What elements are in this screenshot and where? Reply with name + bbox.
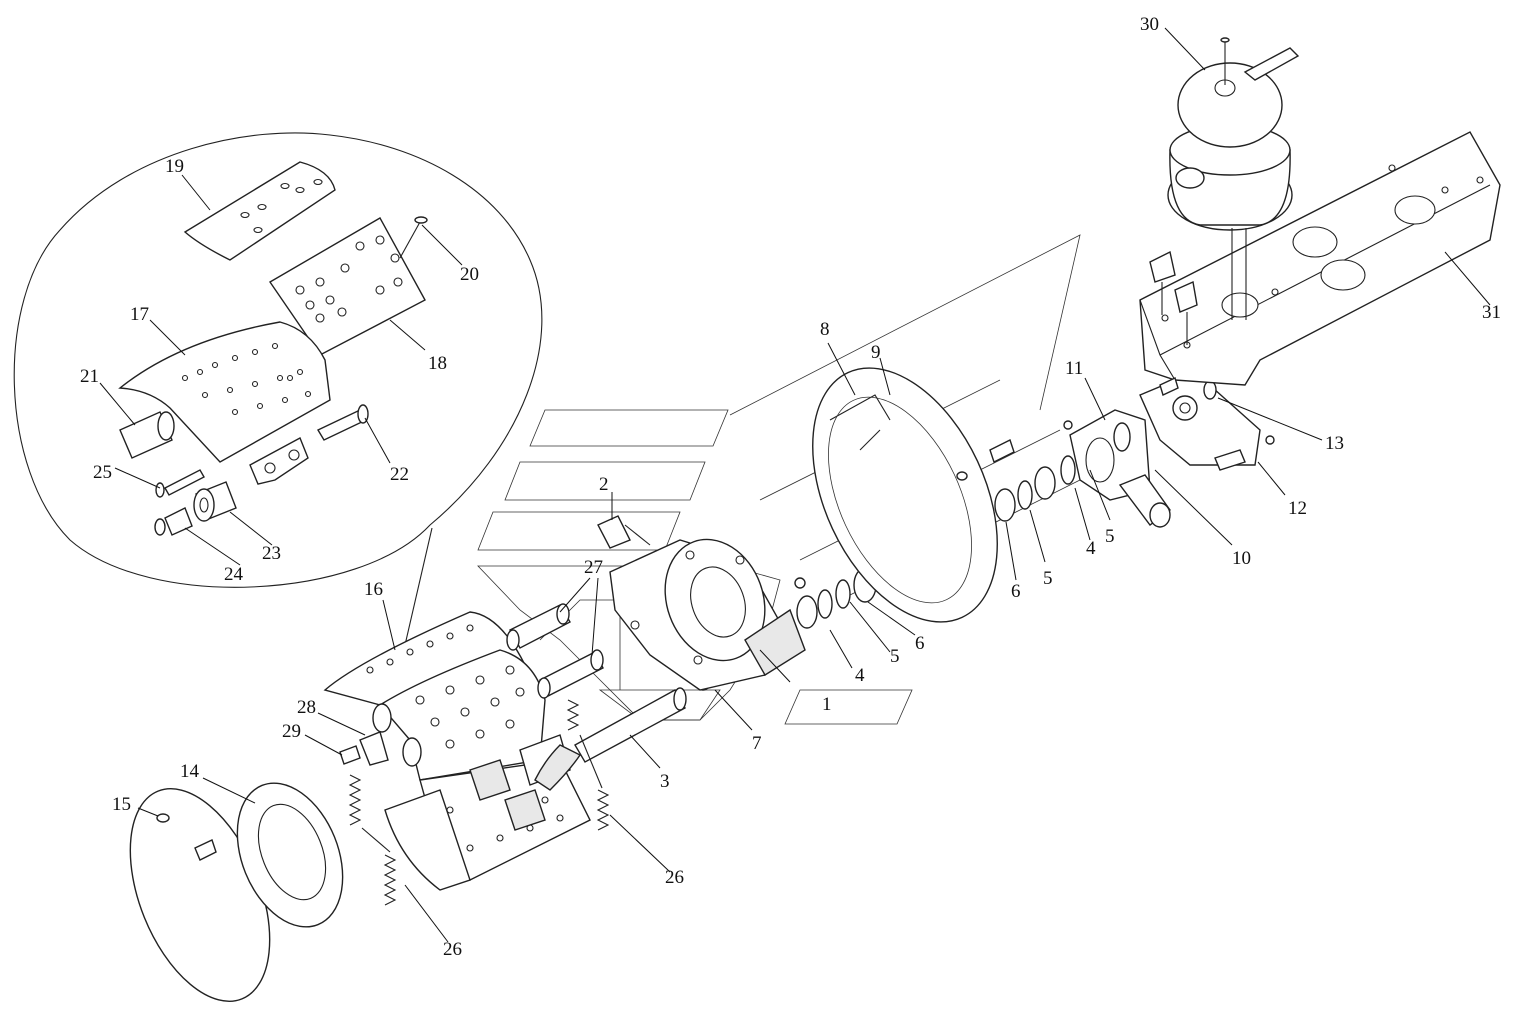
callout-18: 18 xyxy=(428,353,447,374)
pin-25 xyxy=(155,469,205,498)
callout-16: 16 xyxy=(364,579,383,600)
shoe-bracket xyxy=(249,437,309,485)
callout-14: 14 xyxy=(180,761,200,782)
callout-5a: 5 xyxy=(890,646,900,667)
callout-26a: 26 xyxy=(665,867,684,888)
dust-shield-8 xyxy=(812,367,998,623)
callout-5c: 5 xyxy=(1105,526,1115,547)
callout-1: 1 xyxy=(822,694,832,715)
leader-lines xyxy=(99,27,1491,943)
callout-3: 3 xyxy=(660,771,670,792)
callout-22: 22 xyxy=(390,464,409,485)
small-fasteners xyxy=(794,377,1275,589)
washer-13 xyxy=(1203,380,1217,400)
brake-chamber-30 xyxy=(1167,37,1300,320)
callout-4b: 4 xyxy=(1086,538,1096,559)
callout-10: 10 xyxy=(1232,548,1251,569)
lining-plate-19 xyxy=(183,161,336,261)
detail-bubble-pointer xyxy=(404,527,433,646)
callout-26b: 26 xyxy=(443,939,462,960)
washer-10 xyxy=(1113,422,1131,452)
roller-23 xyxy=(193,481,237,522)
slack-adjuster-12 xyxy=(1118,371,1261,528)
callout-5b: 5 xyxy=(1043,568,1053,589)
callout-8: 8 xyxy=(820,319,830,340)
spring-26-left xyxy=(348,774,397,906)
clip-28 xyxy=(359,731,389,766)
callout-7: 7 xyxy=(752,733,762,754)
callout-20: 20 xyxy=(460,264,479,285)
bolt-2 xyxy=(597,515,651,549)
callout-29: 29 xyxy=(282,721,301,742)
callout-6b: 6 xyxy=(915,633,925,654)
callout-11: 11 xyxy=(1065,358,1083,379)
callout-31: 31 xyxy=(1482,302,1501,323)
callout-19: 19 xyxy=(165,156,184,177)
anchor-pins-27 xyxy=(506,603,604,699)
shoe-lining-17 xyxy=(118,321,331,463)
detail-bubble-outline xyxy=(13,132,543,588)
callout-6a: 6 xyxy=(1011,581,1021,602)
callout-4a: 4 xyxy=(855,665,865,686)
rivet-20 xyxy=(399,216,428,259)
callout-9: 9 xyxy=(871,342,881,363)
callout-25: 25 xyxy=(93,462,112,483)
callout-labels: 1 2 3 4 4 5 5 5 6 6 7 8 9 10 11 12 13 14… xyxy=(80,14,1501,960)
callout-13: 13 xyxy=(1325,433,1344,454)
callout-15: 15 xyxy=(112,794,131,815)
brake-spider-1 xyxy=(609,538,806,691)
bracket-31 xyxy=(1139,131,1501,386)
callout-24: 24 xyxy=(224,564,244,585)
callout-17: 17 xyxy=(130,304,149,325)
camshaft-3 xyxy=(534,687,687,791)
spring-26-right xyxy=(566,699,610,831)
roller-pin-24 xyxy=(154,507,193,536)
bushing-21 xyxy=(119,411,175,459)
callout-2: 2 xyxy=(599,474,609,495)
drum-14 xyxy=(129,782,344,1002)
callout-21: 21 xyxy=(80,366,99,387)
bolt-29 xyxy=(339,745,361,765)
callout-30: 30 xyxy=(1140,14,1159,35)
callout-27: 27 xyxy=(584,557,603,578)
callout-23: 23 xyxy=(262,543,281,564)
lining-18 xyxy=(268,217,426,356)
callout-12: 12 xyxy=(1288,498,1307,519)
bolt-15 xyxy=(156,813,217,861)
pin-22 xyxy=(317,404,369,441)
brake-shoe-16 xyxy=(323,611,591,891)
callout-28: 28 xyxy=(297,697,316,718)
